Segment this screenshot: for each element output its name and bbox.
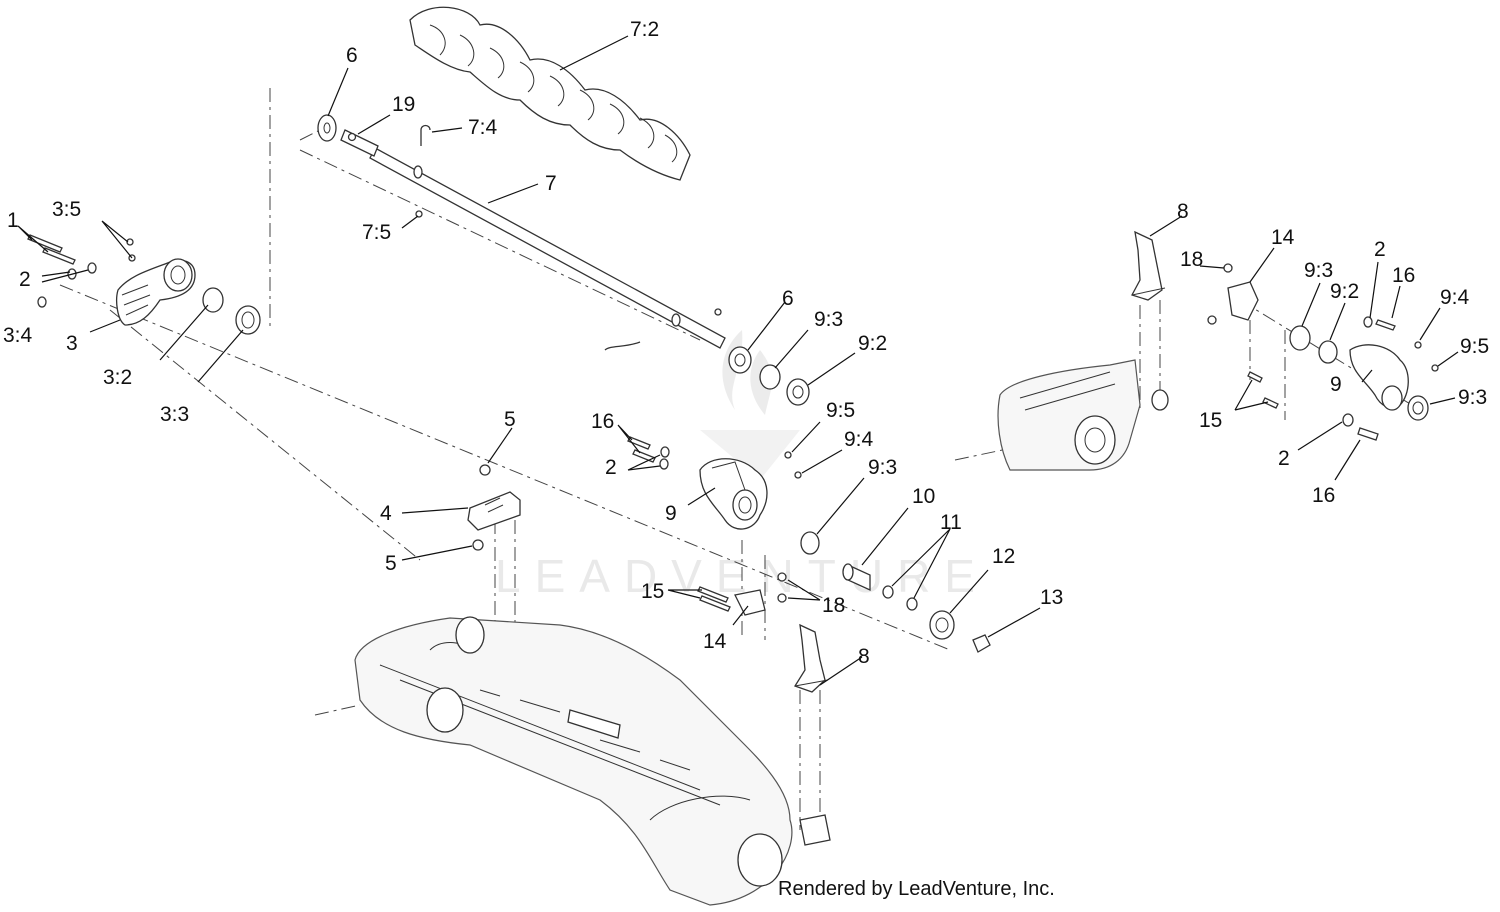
- callout-7: 7: [545, 172, 557, 195]
- seal-93d: [1407, 395, 1429, 421]
- callout-9-3-right-lower: 9:3: [1458, 386, 1487, 409]
- callout-3: 3: [66, 332, 78, 355]
- shaft-hardware: [317, 114, 722, 351]
- callout-7-5: 7:5: [362, 221, 391, 244]
- callout-18-right: 18: [1180, 248, 1203, 271]
- nut-5a: [479, 464, 491, 476]
- callout-19: 19: [392, 93, 415, 116]
- auger-shaft: [340, 129, 726, 349]
- callout-16-right-lower: 16: [1312, 484, 1335, 507]
- seal-33: [235, 305, 261, 335]
- watermark-flame-icon: [700, 330, 800, 480]
- callout-2: 2: [19, 268, 31, 291]
- pin-75: [415, 210, 423, 218]
- pin-19: [347, 132, 357, 142]
- washer-6b: [728, 346, 752, 374]
- callout-7-2: 7:2: [630, 18, 659, 41]
- callout-9-3-right: 9:3: [1304, 259, 1333, 282]
- bracket-14b: [1227, 281, 1259, 321]
- callout-labels: 1 2 3:4 3 3:5 3:2 3:3 6 19 7:2 7:4 7 7:5…: [3, 18, 1489, 668]
- callout-14-center: 14: [703, 630, 727, 653]
- callout-2-right-lower: 2: [1278, 447, 1290, 470]
- bracket-8-center: [794, 623, 829, 693]
- callout-2-right: 2: [1374, 238, 1386, 261]
- bracket-14a: [734, 589, 766, 616]
- callout-9-4-right: 9:4: [1440, 286, 1470, 309]
- callout-13: 13: [1040, 586, 1063, 609]
- callout-9-5-right: 9:5: [1460, 335, 1489, 358]
- callout-9-5-center: 9:5: [826, 399, 855, 422]
- callout-9-4-center: 9:4: [844, 428, 874, 451]
- cotter-74: [420, 124, 431, 146]
- callout-4: 4: [380, 502, 392, 525]
- callout-5-top: 5: [504, 408, 516, 431]
- callout-15-center: 15: [641, 580, 664, 603]
- callout-3-5: 3:5: [52, 198, 81, 221]
- callout-3-2: 3:2: [103, 366, 132, 389]
- cap-12: [929, 610, 955, 640]
- bearing-93a: [759, 364, 781, 390]
- center-bearing-assembly: [627, 346, 991, 653]
- callout-16-center: 16: [591, 410, 614, 433]
- bearing-92b: [1318, 340, 1338, 364]
- callout-1: 1: [7, 209, 19, 232]
- bolt-1b: [42, 247, 76, 265]
- nut-5b: [472, 539, 484, 551]
- bolt-1a: [27, 234, 63, 253]
- right-frame: [997, 359, 1169, 471]
- washer-93b: [800, 531, 820, 555]
- cotter-right: [604, 341, 641, 351]
- callout-3-4: 3:4: [3, 324, 33, 347]
- callout-9-3-lower: 9:3: [868, 456, 897, 479]
- washer-6a: [317, 114, 337, 142]
- bearing-32: [202, 287, 224, 313]
- callout-12: 12: [992, 545, 1015, 568]
- bearing-93c: [1289, 325, 1311, 351]
- nut-13: [972, 634, 991, 653]
- left-bearing-assembly: [27, 234, 261, 335]
- callout-8-right: 8: [1177, 200, 1189, 223]
- center-bracket: [467, 464, 521, 551]
- lower-bracket: [799, 814, 831, 846]
- leader-lines: [17, 35, 1459, 686]
- callout-8-center: 8: [858, 645, 870, 668]
- callout-9-2-right: 9:2: [1330, 280, 1359, 303]
- callout-3-3: 3:3: [160, 403, 189, 426]
- callout-11: 11: [940, 511, 962, 534]
- callout-9-2-center: 9:2: [858, 332, 887, 355]
- callout-2-center: 2: [605, 456, 617, 479]
- callout-9-center: 9: [665, 502, 677, 525]
- render-credit: Rendered by LeadVenture, Inc.: [778, 878, 1055, 900]
- watermark-text: LEADVENTURE: [495, 550, 989, 602]
- main-frame: [354, 616, 793, 906]
- bearing-92a: [786, 378, 810, 406]
- callout-9-right: 9: [1330, 373, 1342, 396]
- callout-10: 10: [912, 485, 935, 508]
- callout-14-right: 14: [1271, 226, 1295, 249]
- callout-5-bottom: 5: [385, 552, 397, 575]
- callout-15-right: 15: [1199, 409, 1222, 432]
- callout-16-right: 16: [1392, 264, 1415, 287]
- bracket-8-right: [1131, 230, 1166, 301]
- auger-flighting: [409, 6, 691, 181]
- callout-18-center: 18: [822, 594, 845, 617]
- callout-6-center: 6: [782, 287, 794, 310]
- callout-7-4: 7:4: [468, 116, 498, 139]
- right-bearing-assembly: [1207, 263, 1439, 441]
- callout-9-3-center: 9:3: [814, 308, 843, 331]
- callout-6-top: 6: [346, 44, 358, 67]
